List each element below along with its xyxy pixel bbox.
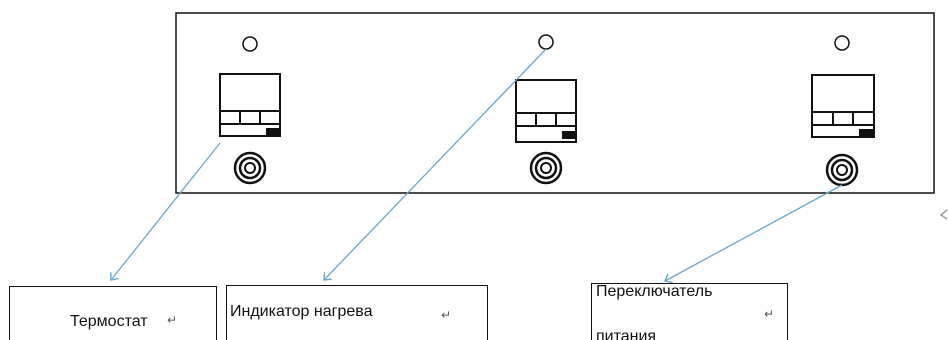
return-mark-icon: ↵ [167,313,178,327]
indicator-lamp-middle [538,34,554,50]
power-switch-label-line2: питания [596,328,657,340]
indicator-lamp-left [242,36,258,52]
power-switch-left [233,151,267,185]
label-box-heating-indicator: Индикатор нагрева ↵ [226,285,488,340]
thermostat-display-right [811,74,875,138]
control-unit-left [219,36,281,185]
return-mark-icon: ↵ [441,308,452,322]
control-unit-middle [515,34,577,185]
power-switch-label-line1: Переключатель [596,283,713,300]
leader-line-thermostat [111,142,221,280]
edge-mark-icon [939,209,948,220]
return-mark-icon: ↵ [764,307,775,321]
label-box-power-switch: Переключатель ↵ питания [591,283,788,340]
heating-indicator-label: Индикатор нагрева [230,303,373,320]
indicator-lamp-right [834,35,850,51]
power-switch-middle [529,151,563,185]
leader-line-power-switch [665,184,843,281]
label-box-thermostat: Термостат ↵ [9,286,217,340]
thermostat-label: Термостат [70,313,148,330]
control-unit-right [811,35,875,187]
thermostat-display-middle [515,79,577,143]
power-switch-right [825,153,859,187]
thermostat-display-left [219,73,281,137]
leader-line-heating-indicator [324,48,547,280]
front-panel [175,12,935,194]
